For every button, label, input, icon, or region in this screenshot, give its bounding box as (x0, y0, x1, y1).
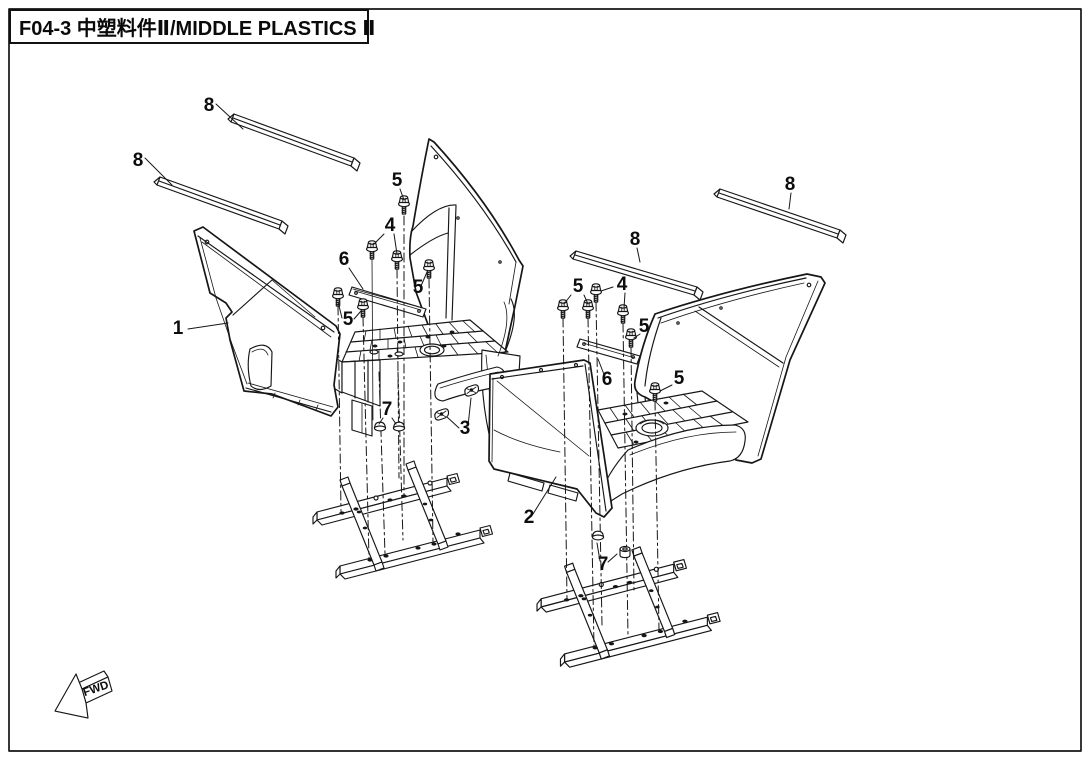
callout-4-a: 4 (385, 215, 396, 236)
callout-7-b: 7 (598, 554, 609, 575)
strip-part-8-b (153, 176, 289, 235)
strip-part-8-c (713, 188, 847, 244)
callout-5-f: 5 (674, 368, 685, 389)
callout-4-b: 4 (617, 274, 628, 295)
flange-bolt-icon (590, 283, 602, 303)
callout-8-d: 8 (785, 174, 796, 195)
projection-lines (337, 215, 660, 648)
flange-bolt-icon (366, 240, 378, 260)
callout-6-b: 6 (602, 369, 613, 390)
title-block: F04-3 中塑料件Ⅱ/MIDDLE PLASTICS Ⅱ (9, 9, 375, 44)
diagram-title: F04-3 中塑料件Ⅱ/MIDDLE PLASTICS Ⅱ (19, 18, 376, 40)
tread-grid (609, 393, 726, 446)
flange-bolt-icon (557, 299, 569, 319)
strip-part-8-a (227, 113, 361, 172)
bracket-part-6-right (576, 338, 641, 365)
anti-slip-strips (153, 113, 847, 301)
leader-lines (144, 103, 792, 563)
callout-3: 3 (460, 418, 471, 439)
right-mounting-frame (536, 546, 721, 668)
flange-bolt-icon (398, 195, 410, 215)
callout-8-c: 8 (630, 229, 641, 250)
grommet-icon (434, 408, 450, 421)
callout-8-a: 8 (204, 95, 215, 116)
callout-2: 2 (524, 507, 535, 528)
callout-5-c: 5 (343, 309, 354, 330)
right-floorboard (596, 390, 749, 507)
fwd-direction-arrow: FWD (54, 670, 113, 719)
callout-1: 1 (173, 318, 184, 339)
cylinder-nut-icon (619, 545, 631, 559)
bracket-part-6-left (348, 286, 427, 318)
callout-5-d: 5 (573, 276, 584, 297)
callout-7-a: 7 (382, 399, 393, 420)
left-assembly-tall-panel (408, 138, 524, 353)
callout-6-a: 6 (339, 249, 350, 270)
cap-nut-icon (373, 421, 387, 432)
strip-part-8-d (569, 250, 704, 301)
flange-bolt-icon (617, 304, 629, 324)
callout-labels: 8 8 5 4 6 5 5 1 7 3 8 8 5 4 5 6 5 2 7 (133, 95, 796, 575)
side-panel-part-1 (193, 226, 341, 417)
flange-bolt-icon (582, 299, 594, 319)
callout-5-b: 5 (413, 277, 424, 298)
flange-bolt-icon (357, 298, 369, 318)
callout-5-e: 5 (639, 316, 650, 337)
page-border (8, 8, 1082, 752)
callout-8-b: 8 (133, 150, 144, 171)
cap-nut-icon (591, 530, 605, 541)
tread-grid (358, 320, 499, 362)
front-panel-part-2 (488, 359, 613, 518)
callout-5-a: 5 (392, 170, 403, 191)
